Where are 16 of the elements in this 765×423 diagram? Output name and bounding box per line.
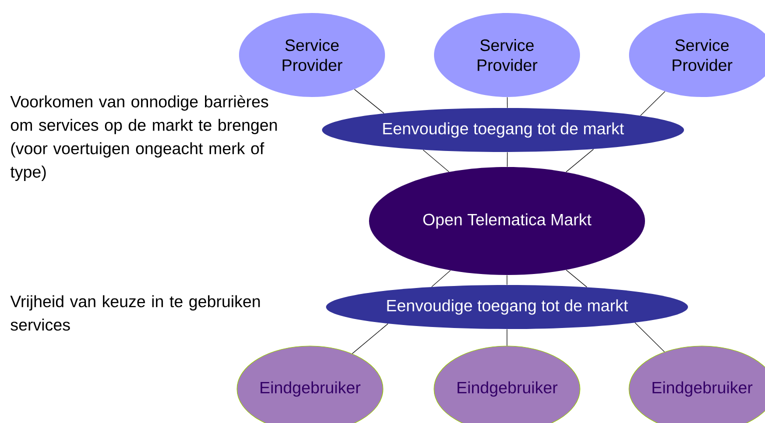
connector-line (640, 91, 666, 116)
note-text: Vrijheid van keuze in te gebruiken services (10, 295, 260, 331)
note-text: Voorkomen van onnodige barrières om services op de markt te brengen (voor voertuigen ongeacht merk of type) (10, 95, 277, 181)
connector-line (566, 270, 588, 288)
connector-line (506, 152, 508, 168)
access-band: Eenvoudige toegang tot de markt (322, 108, 684, 152)
connector-line (566, 148, 594, 172)
connector-line (352, 323, 388, 354)
access-band: Eenvoudige toegang tot de markt (326, 285, 688, 329)
connector-line (422, 150, 450, 172)
connector-line (506, 96, 508, 108)
connector-line (431, 270, 451, 288)
connector-line (634, 322, 665, 352)
connector-line (506, 328, 508, 346)
connector-line (354, 89, 384, 114)
connector-line (506, 274, 508, 286)
